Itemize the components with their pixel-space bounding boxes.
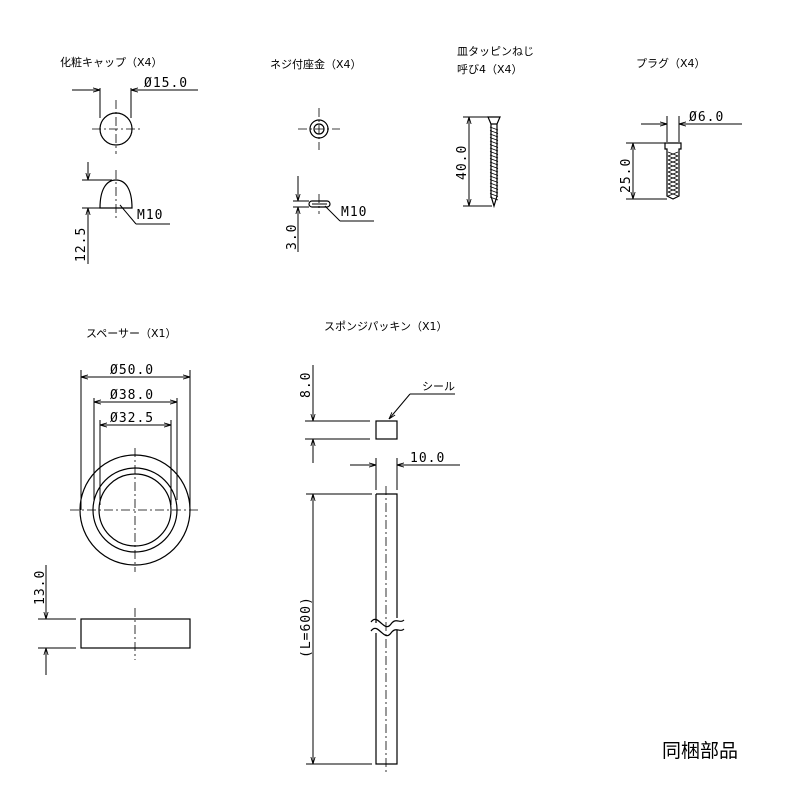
plug-title: プラグ（X4）: [636, 56, 706, 70]
plug-rib-line: [667, 163, 679, 169]
spacer-height-label: 13.0: [33, 570, 48, 605]
sponge-title: スポンジパッキン（X1）: [324, 320, 448, 333]
screw-thread-line: [489, 172, 499, 176]
screw-part: 皿タッピンねじ 呼び4（X4） 40.0: [455, 45, 534, 209]
nut-title: ネジ付座金（X4）: [270, 57, 362, 71]
plug-length-label: 25.0: [619, 158, 634, 193]
screw-thread-line: [489, 147, 499, 152]
screw-thread-line: [489, 158, 499, 162]
nut-thread-leader: [324, 205, 341, 222]
screw-head: [487, 116, 501, 125]
plug-rib-line: [667, 187, 679, 193]
plug-part: プラグ（X4） Ø6.0 25.0: [619, 56, 742, 200]
screw-thread-line: [489, 137, 499, 141]
cap-thread-leader: [119, 204, 137, 225]
spacer-outer-dia-label: Ø50.0: [110, 363, 154, 378]
cap-thread-label: M10: [137, 208, 163, 223]
screw-title-line1: 皿タッピンねじ: [457, 45, 534, 58]
plug-rib-line: [667, 183, 679, 189]
sponge-width-label: 10.0: [410, 451, 445, 466]
plug-rib-line: [667, 191, 679, 197]
spacer-mid-dia-label: Ø38.0: [110, 388, 154, 403]
nut-thread-label: M10: [341, 205, 367, 220]
plug-rib-line: [667, 151, 679, 157]
sponge-break-line-bottom: [370, 627, 405, 637]
screw-thread-line: [489, 140, 499, 145]
spacer-part: スペーサー（X1） Ø50.0 Ø38.0 Ø32.5 13.0: [33, 327, 200, 675]
screw-thread-line: [489, 179, 499, 183]
screw-shank: [490, 124, 498, 209]
screw-thread-line: [489, 189, 499, 194]
plug-ribs: [667, 151, 679, 197]
spacer-inner-dia-label: Ø32.5: [110, 411, 154, 426]
nut-thickness-label: 3.0: [285, 224, 300, 250]
sheet-title: 同梱部品: [662, 740, 738, 762]
sponge-cross-section: [375, 420, 398, 440]
sponge-strip-lower: [375, 630, 398, 765]
sponge-break-line-top: [370, 618, 405, 628]
plug-rib-line: [667, 159, 679, 165]
spacer-title: スペーサー（X1）: [86, 327, 177, 340]
seal-leader-arrow: [389, 393, 411, 419]
plug-body: [664, 142, 682, 200]
sponge-length-label: (L=600): [299, 596, 314, 658]
screw-thread-line: [489, 196, 499, 201]
cap-part: 化粧キャップ（X4） Ø15.0 12.5 M10: [60, 55, 198, 264]
screw-threads: [489, 126, 499, 201]
plug-rib-line: [667, 179, 679, 185]
screw-thread-line: [489, 144, 499, 148]
cap-dia-label: Ø15.0: [144, 76, 188, 91]
screw-thread-line: [489, 130, 499, 134]
plug-rib-line: [667, 171, 679, 177]
screw-length-label: 40.0: [455, 145, 470, 180]
screw-thread-line: [489, 186, 499, 190]
sponge-part: スポンジパッキン（X1） シール 8.0 10.0 (L=600): [299, 320, 460, 772]
plug-rib-line: [667, 175, 679, 181]
screw-thread-line: [489, 133, 499, 138]
cap-side-view: [99, 179, 133, 209]
screw-thread-line: [489, 168, 499, 173]
spacer-side-view: [80, 618, 191, 649]
plug-rib-line: [667, 167, 679, 173]
sponge-strip-upper: [375, 493, 398, 623]
sponge-thickness-label: 8.0: [299, 372, 314, 398]
plug-rib-line: [667, 155, 679, 161]
screw-thread-line: [489, 161, 499, 166]
cap-height-label: 12.5: [74, 227, 89, 262]
screw-thread-line: [489, 126, 499, 131]
nut-side-view: [308, 200, 331, 208]
plug-dia-label: Ø6.0: [689, 110, 724, 125]
screw-thread-line: [489, 193, 499, 197]
screw-title-line2: 呼び4（X4）: [457, 63, 523, 76]
nut-part: ネジ付座金（X4） 3.0 M10: [270, 57, 374, 252]
screw-thread-line: [489, 151, 499, 155]
screw-thread-line: [489, 154, 499, 159]
screw-thread-line: [489, 175, 499, 180]
screw-thread-line: [489, 182, 499, 187]
cap-title: 化粧キャップ（X4）: [60, 55, 163, 69]
seal-label: シール: [422, 380, 455, 393]
screw-thread-line: [489, 165, 499, 169]
